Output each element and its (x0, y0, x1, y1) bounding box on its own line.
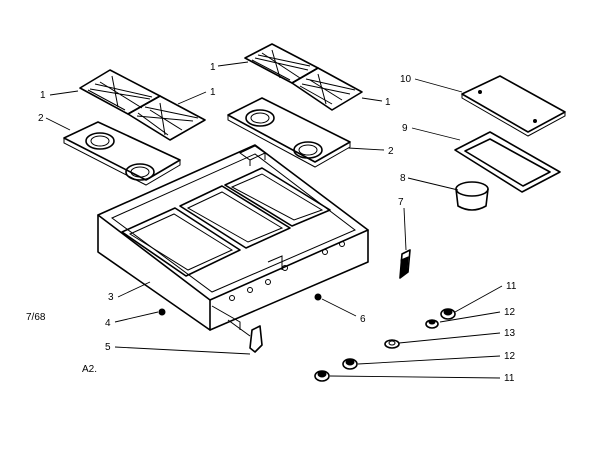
callout-burner-box-left: 2 (38, 113, 44, 124)
callout-knob-upper: 11 (506, 281, 517, 292)
callout-insert-lower: 12 (504, 351, 516, 362)
callout-burner-box-right: 2 (388, 146, 394, 157)
callout-grate-right-a: 1 (210, 62, 216, 73)
burner-box-right (227, 97, 351, 168)
callout-grate-left-a: 1 (40, 90, 46, 101)
callout-cover-gasket: 9 (402, 123, 408, 134)
plug (314, 293, 322, 301)
insert-upper (425, 319, 439, 329)
screw (158, 308, 166, 316)
callout-grate-left-b: 1 (210, 87, 216, 98)
cover-plate (461, 75, 566, 137)
callout-spring: 5 (105, 342, 111, 353)
spring (227, 319, 263, 353)
callout-cover-plate: 10 (400, 74, 412, 85)
callout-insert-upper: 12 (504, 307, 516, 318)
insert-lower (342, 358, 358, 370)
cup (455, 181, 489, 211)
callout-side-bracket: 7 (398, 197, 404, 208)
callout-main-top: 3 (108, 292, 114, 303)
callout-screw: 4 (105, 318, 111, 329)
callout-plug: 6 (360, 314, 366, 325)
knob-lower (314, 370, 330, 382)
callout-labels: 1 1 2 1 1 2 10 9 8 7 3 4 5 6 11 12 13 12… (38, 62, 517, 384)
callout-grate-right-b: 1 (385, 97, 391, 108)
page-code: 7/68 (26, 312, 46, 323)
callout-bezel: 13 (504, 328, 516, 339)
leader-lines (45, 61, 503, 379)
callout-knob-lower: 11 (504, 373, 515, 384)
cover-gasket (454, 131, 561, 193)
bezel (384, 339, 400, 349)
callout-cup: 8 (400, 173, 406, 184)
main-top-frame (97, 144, 369, 331)
burner-box-left (63, 121, 181, 186)
grate-right (244, 43, 363, 111)
figure-code: A2. (82, 364, 97, 375)
grate-left (79, 69, 206, 141)
side-bracket (399, 249, 411, 279)
knob-upper (440, 308, 456, 320)
